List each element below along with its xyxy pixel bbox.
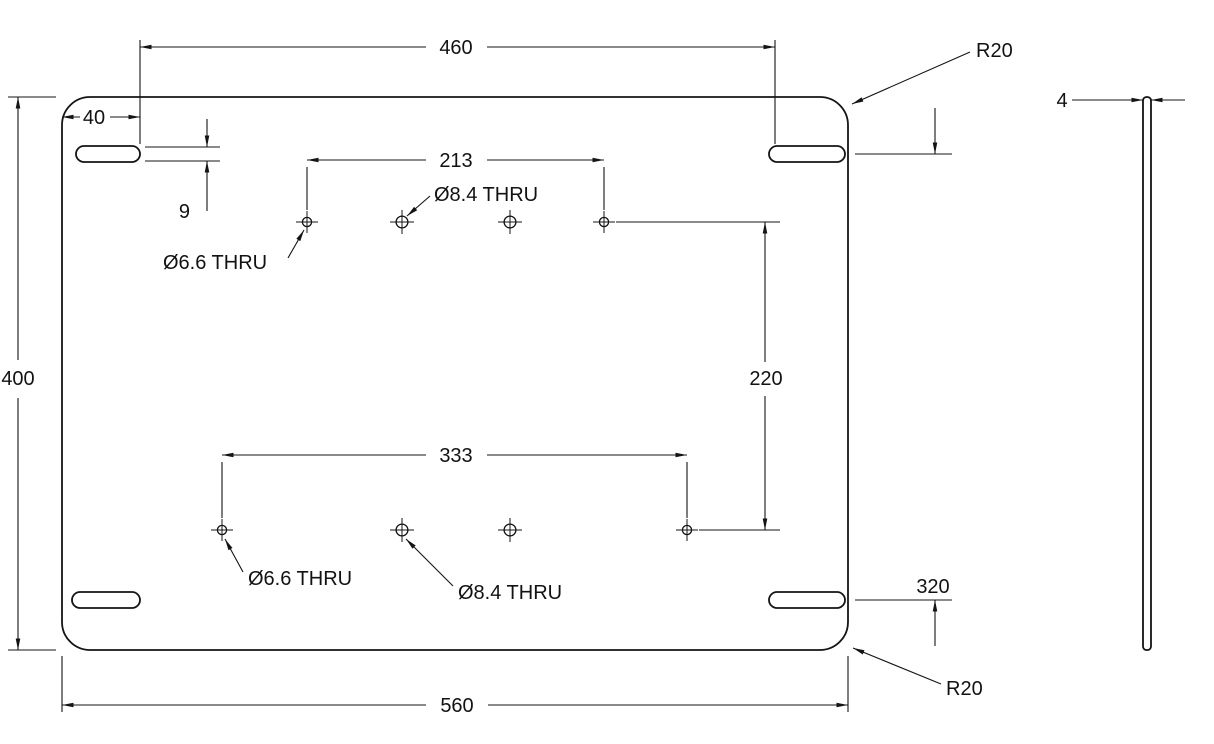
- dim-220-label: 220: [749, 368, 782, 390]
- dim-slot-width: 9: [145, 119, 220, 223]
- hole-top-row-4: [593, 211, 615, 233]
- dim-slot-offset: 40: [62, 107, 140, 129]
- callout-hole-large-top: Ø8.4 THRU: [406, 184, 538, 217]
- dim-400-label: 400: [1, 368, 34, 390]
- callout-hole-small-top: Ø6.6 THRU: [163, 229, 305, 274]
- plate-outline: [61, 96, 849, 651]
- slot-bottom-right: [768, 591, 846, 609]
- hole-small-bottom-label: Ø6.6 THRU: [248, 568, 352, 590]
- dim-333-label: 333: [439, 445, 472, 467]
- hole-bottom-row-3: [498, 518, 522, 542]
- dim-9-label: 9: [179, 201, 190, 223]
- hole-bottom-row-4: [676, 519, 698, 541]
- hole-top-row-3: [498, 210, 522, 234]
- dim-40-label: 40: [83, 107, 105, 129]
- hole-small-top-label: Ø6.6 THRU: [163, 252, 267, 274]
- slot-bottom-left: [71, 591, 141, 609]
- dim-top-hole-spacing: 213: [306, 150, 605, 210]
- dim-overall-width: 560: [61, 656, 849, 717]
- dim-slot-row-spacing: 320: [855, 108, 952, 646]
- radius-callout-bottom: R20: [852, 647, 983, 700]
- dim-4-label: 4: [1056, 90, 1067, 112]
- dim-top-slot-span: 460: [139, 37, 776, 144]
- dim-320-label: 320: [916, 576, 949, 598]
- radius-callout-top: R20: [851, 40, 1013, 105]
- dim-213-label: 213: [439, 150, 472, 172]
- callout-hole-large-bottom: Ø8.4 THRU: [405, 538, 562, 604]
- hole-large-top-label: Ø8.4 THRU: [434, 184, 538, 206]
- hole-bottom-row-2: [390, 518, 414, 542]
- front-view: 460 40 9 213 Ø8.4 THRU: [1, 37, 1012, 717]
- dim-thickness: 4: [1056, 90, 1185, 112]
- dim-row-spacing: 220: [616, 221, 783, 531]
- hole-top-row-1: [296, 211, 318, 233]
- slot-top-left: [75, 145, 141, 163]
- dim-overall-height: 400: [1, 96, 56, 651]
- callout-hole-small-bottom: Ø6.6 THRU: [224, 538, 352, 590]
- dim-bottom-hole-spacing: 333: [221, 445, 688, 518]
- radius-top-label: R20: [976, 40, 1013, 62]
- hole-top-row-2: [390, 210, 414, 234]
- hole-bottom-row-1: [211, 519, 233, 541]
- dim-460-label: 460: [439, 37, 472, 59]
- dim-560-label: 560: [440, 695, 473, 717]
- slot-top-right: [768, 145, 846, 163]
- side-view: 4: [1056, 90, 1185, 651]
- radius-bottom-label: R20: [946, 678, 983, 700]
- side-view-outline: [1142, 96, 1152, 651]
- hole-large-bottom-label: Ø8.4 THRU: [458, 582, 562, 604]
